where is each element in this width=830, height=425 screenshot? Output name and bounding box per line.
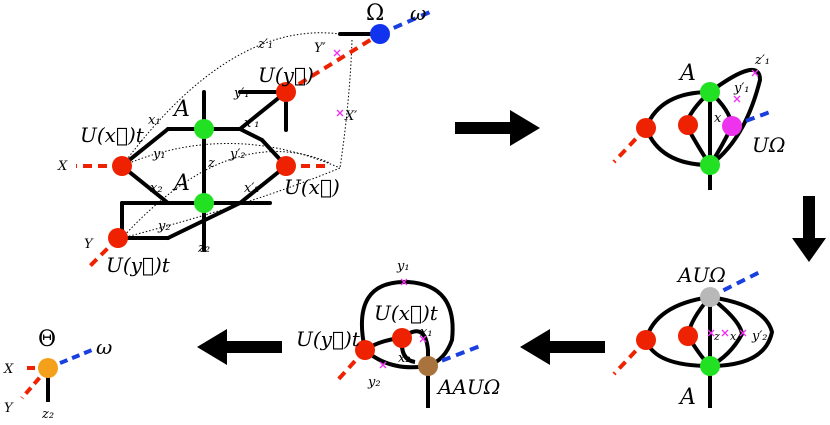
label-Ux: U(x⃗)	[284, 175, 340, 199]
label-Uyt: U(y⃗)t	[106, 253, 171, 277]
label-A-bottom: A	[172, 171, 190, 196]
p3-label-AUOmega: AUΩ	[676, 263, 726, 287]
dotted-links	[121, 32, 353, 239]
label-A-top: A	[172, 97, 190, 122]
p3-label-x: x	[730, 330, 737, 343]
label-x2p: x′₂	[244, 181, 260, 196]
label-y2: y₂	[157, 219, 171, 234]
panel-5-network: Θ X ω Y z₂	[3, 327, 112, 422]
label-Uxt: U(x⃗)t	[80, 123, 145, 147]
node-Uxt	[112, 156, 132, 176]
p4-label-y1: y₁	[396, 259, 410, 274]
label-z1p: z′₁	[257, 37, 273, 52]
p5-label-omega: ω	[96, 335, 112, 359]
label-y2p: y′₂	[229, 147, 246, 162]
p2-label-UOmega: UΩ	[752, 133, 785, 157]
p4-node-Uyt	[355, 340, 375, 360]
arrow-right	[455, 110, 540, 146]
p3-node-red-left	[636, 330, 656, 350]
p4-label-x2: x₂	[398, 351, 411, 366]
label-omega-node: Ω	[366, 1, 384, 26]
p5-label-Theta: Θ	[38, 327, 56, 352]
lattice-bonds	[120, 32, 382, 252]
node-A-top	[194, 119, 214, 139]
node-Uy	[276, 82, 296, 102]
label-y1: y₁	[152, 147, 166, 162]
arrow-left-middle	[520, 329, 605, 365]
p5-label-z2: z₂	[41, 407, 54, 422]
label-Yp: Y′	[314, 41, 326, 56]
p2-node-A-bottom	[700, 155, 720, 175]
node-Ux	[276, 156, 296, 176]
p2-label-y1p: y′₁	[733, 81, 750, 96]
panel-2-network: A z′₁ y′₁ x UΩ	[612, 53, 785, 190]
label-omega-leg: ω	[410, 1, 426, 25]
label-z2: z₂	[197, 241, 210, 256]
p3-node-red-mid	[678, 326, 698, 346]
p2-label-A: A	[678, 61, 696, 86]
arrow-down	[792, 196, 826, 262]
p2-node-A-top	[700, 82, 720, 102]
cross-marks	[333, 49, 344, 117]
p4-node-Uxt	[392, 328, 412, 348]
p3-node-A	[700, 356, 720, 376]
p4-label-x1: x₁	[420, 325, 433, 340]
arrow-left-bottom	[197, 329, 282, 365]
p4-label-Uxt: U(x⃗)t	[374, 301, 439, 325]
p2-label-x: x	[714, 111, 722, 126]
node-A-bottom	[194, 193, 214, 213]
p4-node-AAUOmega	[418, 356, 438, 376]
panel-1-network: Ω ω z′₁ Y′ U(y⃗) y′₁ X′ A x₁ x′₁ U(x⃗)t …	[57, 1, 431, 277]
p3-label-y2p: y′₂	[751, 329, 768, 344]
node-Omega	[370, 24, 390, 44]
p3-label-z: z	[713, 330, 720, 343]
label-Y: Y	[84, 237, 94, 252]
p5-label-X: X	[3, 362, 14, 377]
p3-node-AUOmega	[700, 287, 720, 307]
label-x1: x₁	[148, 113, 161, 128]
label-y1p: y′₁	[233, 86, 250, 101]
p4-label-y2: y₂	[367, 375, 381, 390]
p4-label-AAUOmega: AAUΩ	[436, 375, 500, 399]
p5-label-Y: Y	[4, 401, 14, 416]
p2-label-z1p: z′₁	[754, 53, 770, 68]
panel-3-network: AUΩ z x y′₂ A	[612, 263, 775, 410]
p5-node-Theta	[38, 358, 58, 378]
label-z: z	[207, 156, 215, 171]
node-Uyt	[108, 228, 128, 248]
label-Uy: U(y⃗)	[258, 63, 314, 87]
p3-label-A: A	[678, 385, 696, 410]
label-Xp: X′	[344, 109, 357, 124]
label-x1p: x′₁	[244, 116, 260, 131]
label-X: X	[57, 159, 68, 174]
p2-node-red-mid	[678, 115, 698, 135]
label-x2: x₂	[150, 181, 163, 196]
panel-4-network: y₁ U(x⃗)t x₁ U(y⃗)t x₂ y₂ AAUΩ	[296, 259, 500, 408]
p4-label-Uyt: U(y⃗)t	[296, 327, 361, 351]
p2-node-red-left	[636, 118, 656, 138]
p2-node-UOmega	[722, 116, 742, 136]
